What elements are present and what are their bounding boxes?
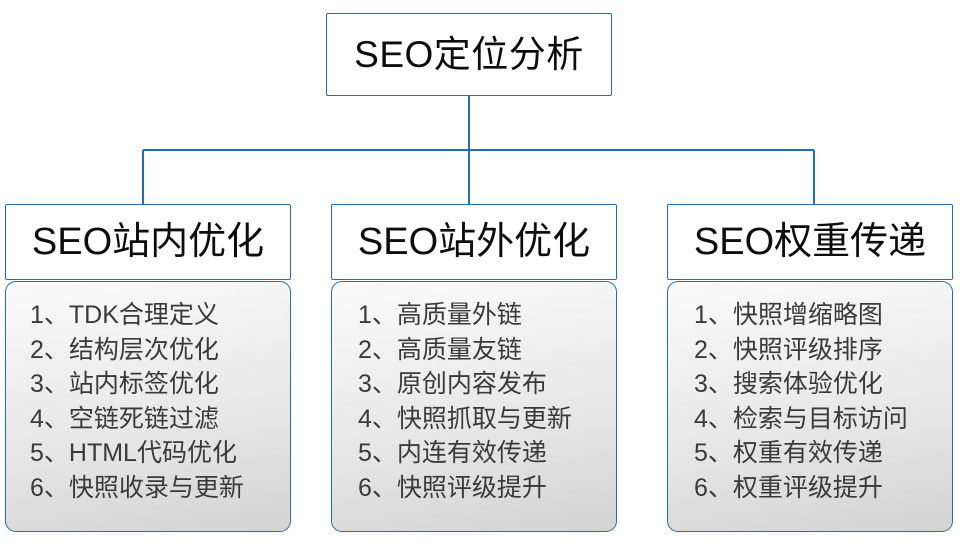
list-item: 4、检索与目标访问 bbox=[694, 404, 908, 433]
branch-header-seo-onsite[interactable]: SEO站内优化 bbox=[5, 204, 291, 280]
list-item: 5、内连有效传递 bbox=[358, 439, 547, 467]
root-node-seo-positioning-analysis[interactable]: SEO定位分析 bbox=[326, 13, 612, 96]
branch-body-2: 1、高质量外链 2、高质量友链 3、原创内容发布 4、快照抓取与更新 5、内连有… bbox=[331, 281, 617, 532]
branch-header-seo-offsite[interactable]: SEO站外优化 bbox=[331, 204, 617, 280]
branch-body-3: 1、快照增缩略图 2、快照评级排序 3、搜索体验优化 4、检索与目标访问 5、权… bbox=[667, 281, 953, 532]
list-item: 1、高质量外链 bbox=[358, 301, 522, 329]
branch-column-3: SEO权重传递 1、快照增缩略图 2、快照评级排序 3、搜索体验优化 4、检索与… bbox=[667, 204, 953, 532]
root-node-label: SEO定位分析 bbox=[354, 34, 584, 75]
list-item: 2、高质量友链 bbox=[358, 335, 522, 364]
branch-column-1: SEO站内优化 1、TDK合理定义 2、结构层次优化 3、站内标签优化 4、空链… bbox=[5, 204, 291, 532]
list-item: 6、权重评级提升 bbox=[694, 473, 883, 502]
list-item: 2、结构层次优化 bbox=[30, 335, 219, 364]
list-item: 5、权重有效传递 bbox=[694, 439, 883, 467]
branch-header-seo-weight-transfer[interactable]: SEO权重传递 bbox=[667, 204, 953, 280]
list-item: 6、快照收录与更新 bbox=[30, 473, 244, 502]
list-item: 5、HTML代码优化 bbox=[30, 439, 237, 467]
list-item: 1、快照增缩略图 bbox=[694, 301, 883, 329]
branch-item-list-2: 1、高质量外链 2、高质量友链 3、原创内容发布 4、快照抓取与更新 5、内连有… bbox=[332, 298, 642, 505]
list-item: 1、TDK合理定义 bbox=[30, 301, 219, 329]
list-item: 3、搜索体验优化 bbox=[694, 370, 883, 398]
branch-header-label: SEO站内优化 bbox=[31, 221, 265, 263]
list-item: 4、快照抓取与更新 bbox=[358, 404, 572, 433]
list-item: 3、原创内容发布 bbox=[358, 370, 547, 398]
branch-body-1: 1、TDK合理定义 2、结构层次优化 3、站内标签优化 4、空链死链过滤 5、H… bbox=[5, 281, 291, 532]
branch-item-list-3: 1、快照增缩略图 2、快照评级排序 3、搜索体验优化 4、检索与目标访问 5、权… bbox=[668, 298, 960, 505]
list-item: 3、站内标签优化 bbox=[30, 370, 219, 398]
branch-item-list-1: 1、TDK合理定义 2、结构层次优化 3、站内标签优化 4、空链死链过滤 5、H… bbox=[6, 298, 314, 505]
branch-column-2: SEO站外优化 1、高质量外链 2、高质量友链 3、原创内容发布 4、快照抓取与… bbox=[331, 204, 617, 532]
list-item: 2、快照评级排序 bbox=[694, 335, 883, 364]
branch-header-label: SEO站外优化 bbox=[357, 221, 591, 263]
list-item: 4、空链死链过滤 bbox=[30, 404, 219, 433]
branch-header-label: SEO权重传递 bbox=[693, 221, 927, 263]
list-item: 6、快照评级提升 bbox=[358, 473, 547, 502]
